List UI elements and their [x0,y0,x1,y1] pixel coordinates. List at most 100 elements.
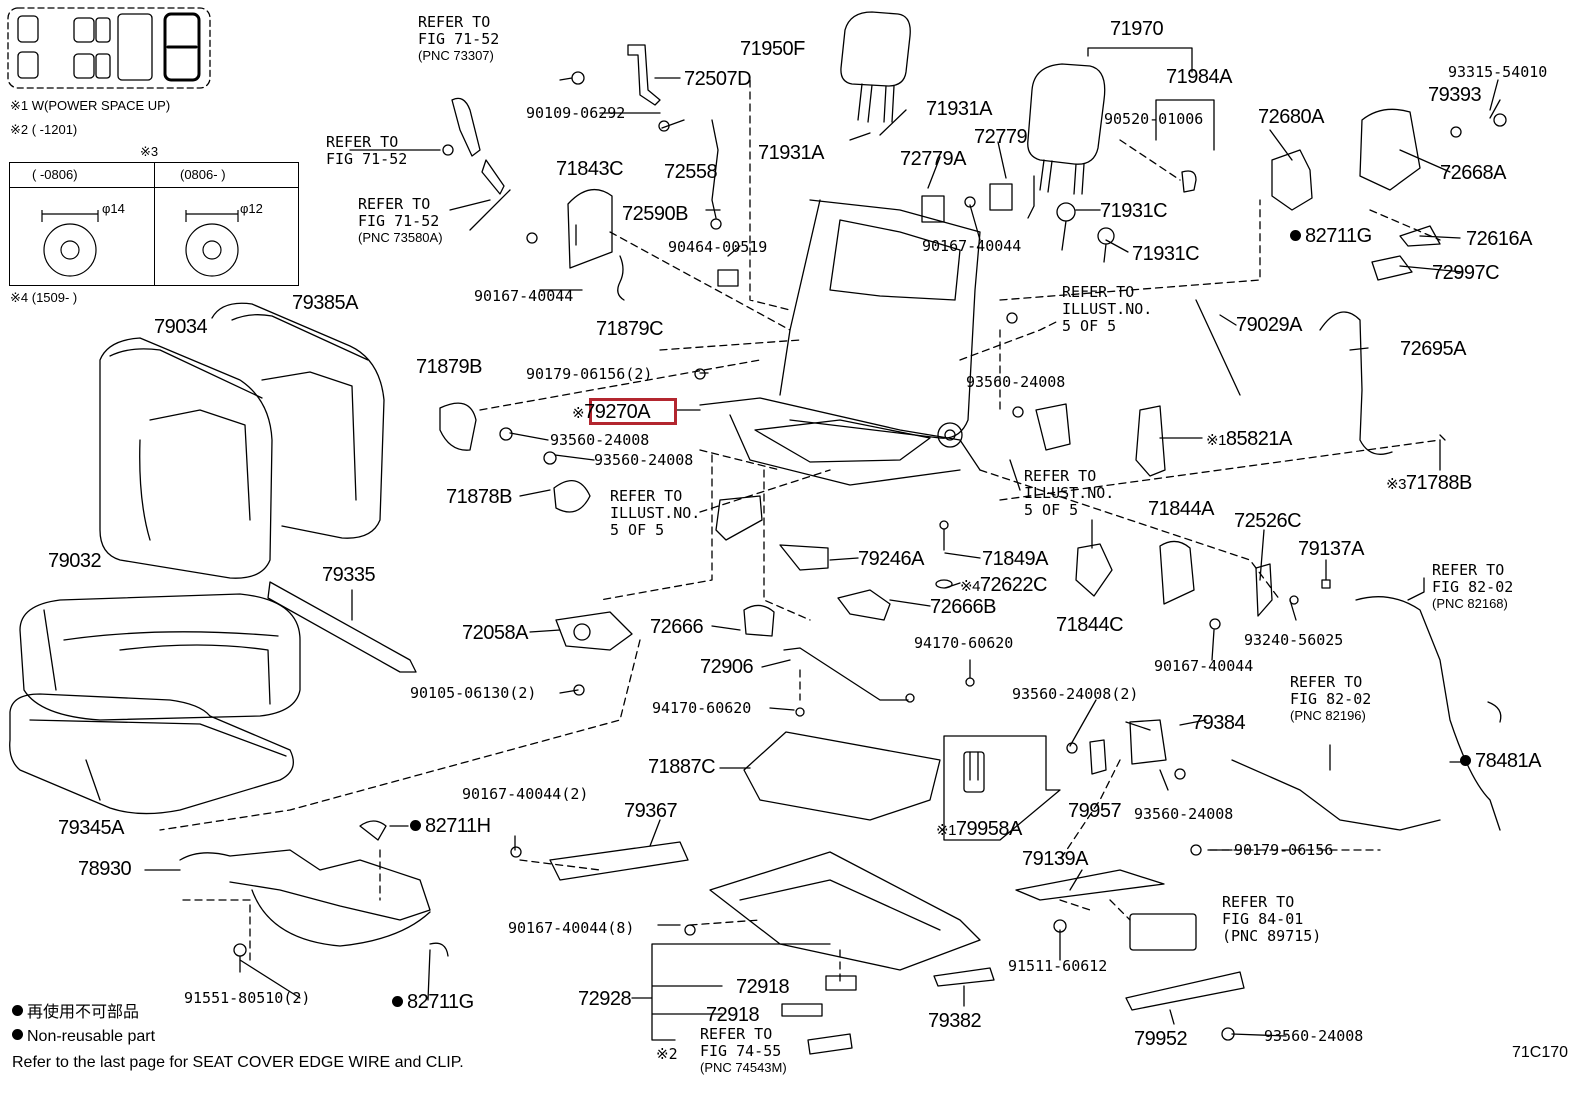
part-label-72779[interactable]: 72779 [974,126,1028,148]
part-label-79958A[interactable]: ※179958A [936,818,1022,842]
part-label-79029A[interactable]: 79029A [1236,314,1302,336]
part-label-90105-06130-2[interactable]: 90105-06130(2) [410,684,537,702]
part-label-90179-06156[interactable]: 90179-06156 [1234,841,1334,859]
part-label-71931C-b[interactable]: 71931C [1132,243,1200,265]
part-label-71931A-left[interactable]: 71931A [758,142,824,164]
part-label-93560-24008-f[interactable]: 93560-24008 [1264,1027,1364,1045]
part-label-78481A[interactable]: 78481A [1460,750,1541,772]
part-label-71931C-a[interactable]: 71931C [1100,200,1168,222]
part-label-72906[interactable]: 72906 [700,656,754,678]
ref-line: (PNC 82196) [1290,708,1366,723]
part-label-71887C[interactable]: 71887C [648,756,716,778]
part-label-94170-60620-a[interactable]: 94170-60620 [914,634,1014,652]
part-label-72668A[interactable]: 72668A [1440,162,1506,184]
part-label-90167-40044-2[interactable]: 90167-40044(2) [462,785,589,803]
part-label-82711G-b[interactable]: 82711G [392,991,474,1013]
part-label-72622C[interactable]: ※472622C [960,574,1047,598]
part-label-79385A[interactable]: 79385A [292,292,358,314]
part-label-71879C[interactable]: 71879C [596,318,664,340]
part-label-93560-24008-c[interactable]: 93560-24008 [966,373,1066,391]
part-label-94170-60620-b[interactable]: 94170-60620 [652,699,752,717]
part-label-71849A[interactable]: 71849A [982,548,1048,570]
legend-note4: ※4 (1509- ) [10,290,78,305]
part-label-72695A[interactable]: 72695A [1400,338,1466,360]
part-label-93560-24008-2[interactable]: 93560-24008(2) [1012,685,1139,703]
part-label-78930[interactable]: 78930 [78,858,132,880]
part-label-72680A[interactable]: 72680A [1258,106,1324,128]
part-label-90179-06156-2[interactable]: 90179-06156(2) [526,365,653,383]
part-label-82711G-a[interactable]: 82711G [1290,225,1372,247]
part-label-90167-40044-a[interactable]: 90167-40044 [474,287,574,305]
part-label-85821A[interactable]: ※185821A [1206,428,1292,452]
part-label-72058A[interactable]: 72058A [462,622,528,644]
part-label-72616A[interactable]: 72616A [1466,228,1532,250]
part-label-79246A[interactable]: 79246A [858,548,924,570]
part-label-71950F[interactable]: 71950F [740,38,805,60]
part-label-72918-b[interactable]: 72918 [706,1004,760,1026]
ref-line: 5 OF 5 [1062,317,1117,335]
part-label-79270A[interactable]: ※79270A [572,401,651,425]
part-label-79367[interactable]: 79367 [624,800,678,822]
part-label-71844C[interactable]: 71844C [1056,614,1124,636]
part-label-72666B[interactable]: 72666B [930,596,996,618]
part-label-93240-56025[interactable]: 93240-56025 [1244,631,1344,649]
part-label-93560-24008-a[interactable]: 93560-24008 [550,431,650,449]
part-label-79137A[interactable]: 79137A [1298,538,1364,560]
legend-dot [12,1029,23,1040]
part-label-72666[interactable]: 72666 [650,616,704,638]
part-label-71970[interactable]: 71970 [1110,18,1164,40]
part-label-93560-24008-b[interactable]: 93560-24008 [594,451,694,469]
part-label-72779A[interactable]: 72779A [900,148,966,170]
part-label-79034[interactable]: 79034 [154,316,208,338]
part-label-79382[interactable]: 79382 [928,1010,982,1032]
part-label-71984A[interactable]: 71984A [1166,66,1232,88]
part-label-71843C[interactable]: 71843C [556,158,624,180]
seat-cushion-frame-79345A [9,693,294,815]
part-label-79139A[interactable]: 79139A [1022,848,1088,870]
part-label-72997C[interactable]: 72997C [1432,262,1500,284]
part-label-79345A[interactable]: 79345A [58,817,124,839]
part-label-72558[interactable]: 72558 [664,161,718,183]
part-label-71931A-right[interactable]: 71931A [926,98,992,120]
part-label-71788B[interactable]: ※371788B [1386,472,1472,496]
part-label-72590B[interactable]: 72590B [622,203,688,225]
part-label-90109-06292[interactable]: 90109-06292 [526,104,626,122]
part-label-72526C[interactable]: 72526C [1234,510,1302,532]
part-label-79952[interactable]: 79952 [1134,1028,1188,1050]
part-label-82711H[interactable]: 82711H [410,815,491,837]
ref-line: (PNC 82168) [1432,596,1508,611]
part-label-91511-60612[interactable]: 91511-60612 [1008,957,1108,975]
seat-layout-inset [7,7,211,89]
part-label-72928[interactable]: 72928 [578,988,632,1010]
legend-washers [41,210,239,277]
part-label-71844A[interactable]: 71844A [1148,498,1214,520]
part-label-79384[interactable]: 79384 [1192,712,1246,734]
legend-col2-header: (0806- ) [180,167,226,182]
part-label-79032[interactable]: 79032 [48,550,102,572]
part-label-79335[interactable]: 79335 [322,564,376,586]
part-label-90167-40044-8[interactable]: 90167-40044(8) [508,919,635,937]
part-label-79957[interactable]: 79957 [1068,800,1122,822]
part-label-71878B[interactable]: 71878B [446,486,512,508]
part-label-91551-80510-2[interactable]: 91551-80510(2) [184,989,311,1007]
part-label-72918-a[interactable]: 72918 [736,976,790,998]
part-label-79393[interactable]: 79393 [1428,84,1482,106]
part-label-90167-40044-b[interactable]: 90167-40044 [922,237,1022,255]
part-label-90464-00519[interactable]: 90464-00519 [668,238,768,256]
part-label-90167-40044-c[interactable]: 90167-40044 [1154,657,1254,675]
part-label-90520-01006[interactable]: 90520-01006 [1104,110,1204,128]
part-label-93315-54010[interactable]: 93315-54010 [1448,63,1548,81]
part-label-71879B[interactable]: 71879B [416,356,482,378]
part-label-72507D[interactable]: 72507D [684,68,752,90]
part-label-93560-24008-e[interactable]: 93560-24008 [1134,805,1234,823]
